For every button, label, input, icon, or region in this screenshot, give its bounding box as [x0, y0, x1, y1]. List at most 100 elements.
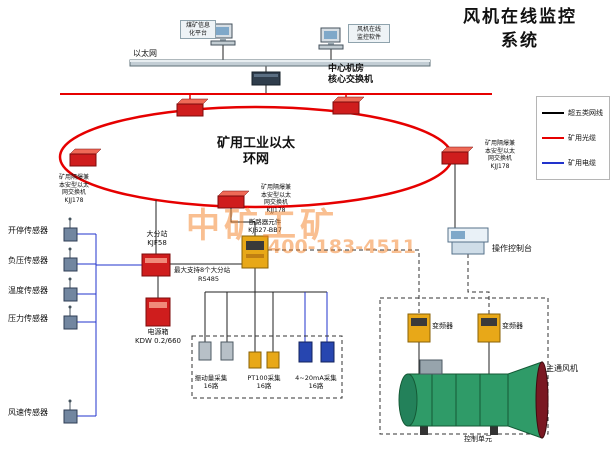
- daq-label-pt100: PT100采集 16路: [240, 374, 288, 390]
- legend-line-black: [542, 111, 564, 114]
- substation-label: 大分站 KJF58: [136, 230, 178, 248]
- daq-label-line: 振动量采集: [194, 374, 228, 382]
- sensor-label-negative-pressure: 负压传感器: [8, 256, 48, 265]
- ring-switch-label-right: 矿用隔爆兼 本安型以太 网交换机 KJJ178: [472, 140, 528, 170]
- sensor-label-run-stop: 开停传感器: [8, 226, 48, 235]
- daq-label-current: 4~20mA采集 16路: [288, 374, 344, 390]
- ring-switch-label-bottom: 矿用隔爆兼 本安型以太 网交换机 KJJ178: [248, 184, 304, 214]
- daq-blue-links: [304, 292, 328, 342]
- substation-box: [141, 253, 171, 277]
- pc-right-label-line: 风机在线: [356, 26, 381, 33]
- title-line-2: 系统: [501, 30, 539, 51]
- daq-label-vibration: 振动量采集 16路: [186, 374, 236, 390]
- switch-label-line: 网交换机: [61, 189, 86, 196]
- pc-right-label-line: 监控软件: [356, 33, 381, 41]
- sensor-label-temperature: 温度传感器: [8, 286, 48, 295]
- legend-line-red: [542, 136, 564, 139]
- breaker-model: KJ627-BB7: [248, 226, 282, 235]
- vfd-left: [407, 313, 431, 343]
- substation-note: 最大支持8个大分站: [174, 266, 231, 274]
- daq-pt100-modules: [248, 351, 280, 369]
- switch-label-line: KJJ178: [490, 162, 510, 170]
- ring-network-label-line: 环网: [242, 152, 269, 168]
- ring-switch-top-right: [332, 96, 365, 115]
- daq-channels: 16路: [256, 382, 272, 391]
- ethernet-drop-lines: [222, 45, 332, 94]
- legend-label: 超五类网线: [568, 108, 603, 117]
- title-line-1: 风机在线监控: [463, 7, 577, 27]
- switch-label-line: KJJ178: [64, 196, 84, 204]
- legend: 超五类网线 矿用光缆 矿用电缆: [536, 96, 610, 180]
- station-links: [155, 164, 490, 374]
- switch-label-line: 本安型以太: [484, 147, 515, 155]
- power-box: [145, 297, 171, 327]
- ethernet-bus: [129, 59, 431, 67]
- page-title: 风机在线监控 系统: [438, 6, 602, 54]
- ring-switch-label-left: 矿用隔爆兼 本安型以太 网交换机 KJJ178: [46, 174, 102, 204]
- pc-left-label-line: 化平台: [188, 29, 207, 37]
- ethernet-label: 以太网: [133, 49, 157, 58]
- sensor-icon: [63, 399, 78, 424]
- fiber-backbone: [60, 93, 492, 106]
- legend-label: 矿用电缆: [568, 159, 596, 168]
- breaker-label: 断路器元件 KJ627-BB7: [232, 218, 298, 234]
- main-fan: [398, 359, 549, 439]
- switch-label-line: 网交换机: [487, 155, 512, 162]
- computer-icon-left: [210, 23, 236, 46]
- sensor-icon: [63, 277, 78, 302]
- daq-current-modules: [298, 341, 335, 363]
- breaker-name: 断路器元件: [248, 218, 282, 226]
- legend-item-fiber: 矿用光缆: [541, 133, 605, 143]
- sensor-icon: [63, 305, 78, 330]
- ring-switch-bottom: [217, 190, 250, 209]
- daq-label-line: 4~20mA采集: [295, 374, 337, 382]
- breaker-box: [241, 235, 269, 269]
- control-unit-label: 控制单元: [464, 435, 492, 443]
- pc-right-label: 风机在线 监控软件: [348, 24, 390, 43]
- switch-label-line: KJJ178: [266, 206, 286, 214]
- daq-channels: 16路: [308, 382, 324, 391]
- switch-label-line: 矿用隔爆兼: [58, 174, 89, 181]
- core-switch-label-line: 中心机房: [328, 64, 365, 74]
- pc-left-label: 煤矿信息 化平台: [180, 20, 216, 39]
- main-fan-label: 主通风机: [546, 364, 578, 373]
- sensor-cabling: [77, 233, 142, 417]
- power-box-label: 电源箱 KDW 0.2/660: [128, 328, 188, 346]
- daq-channels: 16路: [203, 382, 219, 391]
- computer-icon-right: [318, 27, 344, 50]
- ring-network-label-line: 矿用工业以太: [216, 136, 295, 151]
- console: [447, 227, 489, 255]
- sensor-icon: [63, 247, 78, 272]
- switch-label-line: 矿用隔爆兼: [484, 140, 515, 147]
- vfd-right-label: 变频器: [502, 322, 523, 330]
- power-box-name: 电源箱: [147, 328, 169, 336]
- switch-label-line: 矿用隔爆兼: [260, 184, 291, 191]
- core-switch-label: 中心机房 核心交换机: [328, 64, 373, 87]
- legend-line-blue: [542, 162, 564, 165]
- ring-network-label: 矿用工业以太 环网: [198, 136, 314, 169]
- power-box-model: KDW 0.2/660: [135, 336, 181, 345]
- pc-left-label-line: 煤矿信息: [185, 22, 210, 29]
- sensor-icon: [63, 217, 78, 242]
- ring-switch-left: [69, 148, 102, 167]
- switch-label-line: 本安型以太: [260, 191, 291, 199]
- substation-name: 大分站: [146, 230, 168, 238]
- daq-vibration-modules: [198, 341, 234, 361]
- sensor-label-pressure: 压力传感器: [8, 314, 48, 323]
- ring-switch-right: [441, 146, 474, 165]
- substation-model: KJF58: [147, 238, 167, 247]
- control-dashed-links: [191, 249, 549, 435]
- vfd-right: [477, 313, 501, 343]
- switch-label-line: 网交换机: [263, 199, 288, 206]
- console-label: 操作控制台: [492, 244, 532, 253]
- core-switch-label-line: 核心交换机: [328, 75, 374, 86]
- sensor-label-wind-speed: 风速传感器: [8, 408, 48, 417]
- core-switch: [251, 71, 281, 86]
- daq-label-line: PT100采集: [247, 374, 281, 382]
- legend-item-cable: 矿用电缆: [541, 158, 605, 168]
- legend-item-cat5: 超五类网线: [541, 108, 605, 118]
- rs485-label: RS485: [198, 275, 220, 283]
- vfd-left-label: 变频器: [432, 322, 453, 330]
